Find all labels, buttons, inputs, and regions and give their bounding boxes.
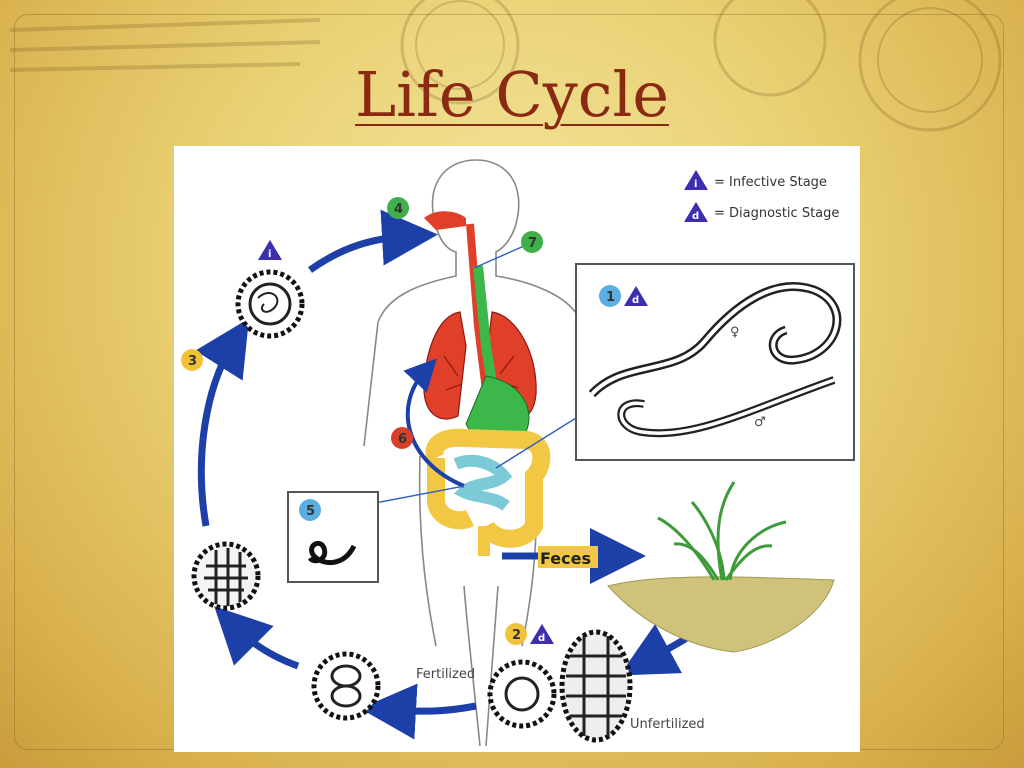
diagnostic-stage-legend: d = Diagnostic Stage	[684, 202, 839, 222]
fertilized-label: Fertilized	[416, 667, 475, 682]
svg-text:d: d	[692, 211, 699, 222]
svg-text:d: d	[538, 633, 545, 644]
stage-badge-2: 2 d	[505, 623, 554, 645]
svg-text:2: 2	[512, 628, 521, 643]
stage-badge-6: 6	[391, 427, 413, 449]
egg-two-cell	[311, 651, 381, 721]
diagnostic-stage-label: = Diagnostic Stage	[714, 206, 839, 221]
svg-text:7: 7	[528, 236, 537, 251]
egg-embryonated	[191, 541, 261, 611]
feces-label: Feces	[540, 549, 591, 568]
svg-text:i: i	[268, 249, 271, 260]
svg-text:5: 5	[306, 504, 315, 519]
svg-text:1: 1	[606, 290, 615, 305]
life-cycle-diagram: i = Infective Stage d = Diagnostic Stage	[174, 146, 860, 752]
feces-label-bg	[538, 546, 598, 568]
infective-stage-label: = Infective Stage	[714, 175, 827, 190]
adult-worms-panel: ♀ ♂	[575, 263, 855, 461]
unfertilized-label: Unfertilized	[630, 717, 705, 732]
human-body-outline	[363, 159, 579, 747]
stage-badge-7: 7	[521, 231, 543, 253]
svg-text:d: d	[632, 295, 639, 306]
postmark-stamps-background	[9, 0, 1002, 132]
svg-text:4: 4	[394, 202, 403, 217]
infective-triangle-stage3: i	[258, 240, 282, 260]
stage-badge-1: 1 d	[599, 285, 648, 307]
egg-unfertilized	[559, 629, 633, 743]
svg-text:3: 3	[188, 354, 197, 369]
stage-badge-5: 5	[299, 499, 321, 521]
intestines	[425, 428, 551, 556]
stage-badge-3: 3	[181, 349, 203, 371]
svg-text:6: 6	[398, 432, 407, 447]
female-symbol: ♀	[730, 325, 740, 340]
legend: i = Infective Stage d = Diagnostic Stage	[684, 170, 839, 222]
egg-fertilized	[487, 659, 557, 729]
egg-infective	[235, 269, 305, 339]
soil-and-grass	[607, 481, 835, 653]
infective-stage-legend: i = Infective Stage	[684, 170, 827, 190]
svg-text:i: i	[694, 179, 697, 190]
stage-badge-4: 4	[387, 197, 409, 219]
male-symbol: ♂	[754, 415, 766, 430]
slide-title: Life Cycle	[354, 58, 670, 131]
